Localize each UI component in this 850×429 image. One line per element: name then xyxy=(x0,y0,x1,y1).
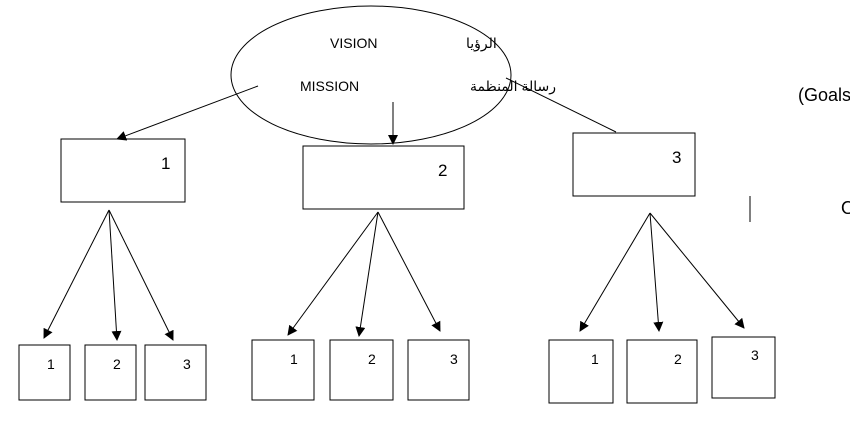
objective-box-3-3-label: 3 xyxy=(751,347,759,363)
arrow-goal-2-to-objective-1 xyxy=(287,211,379,336)
objective-box-1-1-label: 1 xyxy=(47,356,55,372)
objective-box-2-3-label: 3 xyxy=(450,351,458,367)
arrow-goal-3-to-objective-2 xyxy=(649,212,664,332)
vision-label-ar: الرؤيا xyxy=(466,35,497,52)
objective-box-1-2: 2 xyxy=(84,344,137,401)
objective-box-1-3: 3 xyxy=(144,344,207,401)
vision-mission-node: VISION الرؤيا MISSION رسالة المنظمة xyxy=(230,5,556,145)
mission-label-ar: رسالة المنظمة xyxy=(470,78,556,95)
objective-box-1-2-rect xyxy=(84,344,137,401)
arrow-goal-1-to-objective-1 xyxy=(43,209,110,339)
goals-side-label: غايات ( Goals) xyxy=(798,85,850,105)
arrow-goal-3-to-objective-1 xyxy=(579,212,651,332)
arrow-goal-3-to-objective-3 xyxy=(649,212,745,329)
objective-box-2-2: 2 xyxy=(329,339,394,401)
arrow-goal-2-to-objective-3 xyxy=(377,211,441,332)
objective-box-2-1: 1 xyxy=(251,339,315,401)
arrow-goal-1-to-objective-2 xyxy=(108,209,122,341)
goal-2-arrows xyxy=(287,211,441,337)
objective-box-2-2-rect xyxy=(329,339,394,401)
objective-box-1-1: 1 xyxy=(18,344,71,401)
objective-box-2-2-label: 2 xyxy=(368,351,376,367)
objective-box-3-2-rect xyxy=(626,339,698,404)
mission-label-en: MISSION xyxy=(300,78,359,94)
objective-box-3-1-label: 1 xyxy=(591,351,599,367)
goal-box-3: 3 xyxy=(572,132,696,197)
objective-box-3-1: 1 xyxy=(548,339,614,404)
connector-to-goal-3 xyxy=(505,77,617,133)
objective-box-1-1-rect xyxy=(18,344,71,401)
connector-to-goal-1 xyxy=(116,85,259,141)
objective-box-3-2: 2 xyxy=(626,339,698,404)
objective-box-3-2-label: 2 xyxy=(674,351,682,367)
goal-3-arrows xyxy=(579,212,745,332)
objective-box-3-3-rect xyxy=(711,336,776,399)
goal-box-2-label: 2 xyxy=(438,161,447,180)
arrow-goal-1-to-objective-3 xyxy=(108,209,174,341)
objective-box-2-3-rect xyxy=(407,339,470,401)
objectives-side-label: أهداف ( Objectives xyxy=(841,196,850,218)
objective-box-1-2-label: 2 xyxy=(113,356,121,372)
goal-box-1: 1 xyxy=(60,138,186,203)
vision-label-en: VISION xyxy=(330,35,377,51)
objective-box-3-1-rect xyxy=(548,339,614,404)
objective-box-2-1-rect xyxy=(251,339,315,401)
goal-box-1-rect xyxy=(60,138,186,203)
objective-box-1-3-label: 3 xyxy=(183,356,191,372)
objective-box-3-3: 3 xyxy=(711,336,776,399)
goal-box-2: 2 xyxy=(302,145,465,210)
vision-mission-ellipse xyxy=(230,5,512,145)
ellipse-connectors xyxy=(116,77,617,145)
objective-box-2-1-label: 1 xyxy=(290,351,298,367)
goal-box-2-rect xyxy=(302,145,465,210)
goal-box-3-rect xyxy=(572,132,696,197)
goal-box-3-label: 3 xyxy=(672,148,681,167)
objective-box-1-3-rect xyxy=(144,344,207,401)
goal-1-arrows xyxy=(43,209,174,341)
goal-box-1-label: 1 xyxy=(161,154,170,173)
objective-box-2-3: 3 xyxy=(407,339,470,401)
arrow-goal-2-to-objective-2 xyxy=(355,211,379,337)
